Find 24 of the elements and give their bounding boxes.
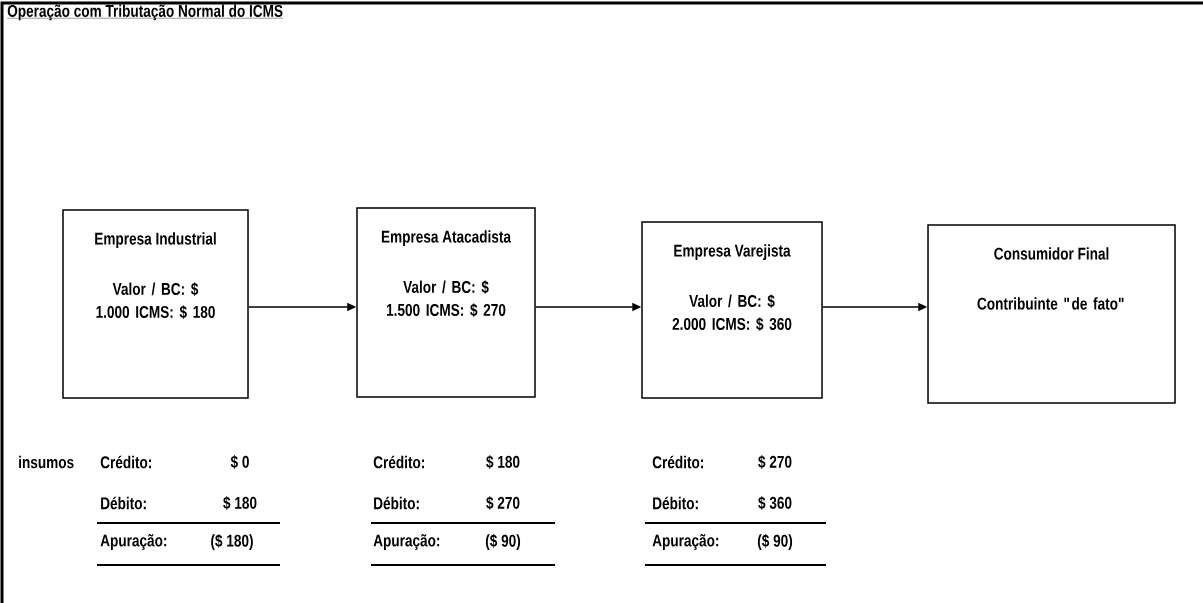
process-box: Empresa Atacadista Valor / BC: $ 1.500 ICMS: $ 270 <box>356 207 536 398</box>
table-text: $ 0 <box>230 455 249 469</box>
table-text: ($ 90) <box>485 533 521 551</box>
table-text: $ 360 <box>758 496 792 510</box>
table-text: Crédito: <box>652 455 703 469</box>
table-text: $ 270 <box>486 496 520 510</box>
table-text: Débito: <box>374 496 419 510</box>
table-text: Débito: <box>101 496 146 510</box>
table-text: insumos <box>19 455 74 469</box>
table-text: $ 180 <box>486 455 520 469</box>
table-text: Crédito: <box>100 455 151 469</box>
table-text: Crédito: <box>373 455 424 469</box>
process-box: Empresa Varejista Valor / BC: $ 2.000 ICMS: $ 360 <box>641 221 823 399</box>
table-text: $ 180 <box>223 496 257 510</box>
table-text: ($ 90) <box>757 533 793 551</box>
table-text: ($ 180) <box>211 533 253 551</box>
process-box: Consumidor Final Contribuinte "de fato" <box>927 224 1176 404</box>
table-text: Débito: <box>653 496 698 510</box>
table-text: $ 270 <box>758 455 792 469</box>
process-box: Empresa Industrial Valor / BC: $ 1.000 ICMS: $ 180 <box>62 209 249 399</box>
table-text: Apuração: <box>100 534 167 550</box>
table-text: Apuração: <box>652 534 719 550</box>
table-text: Apuração: <box>373 534 440 550</box>
title: Operação com Tributação Normal do ICMS <box>7 4 284 21</box>
